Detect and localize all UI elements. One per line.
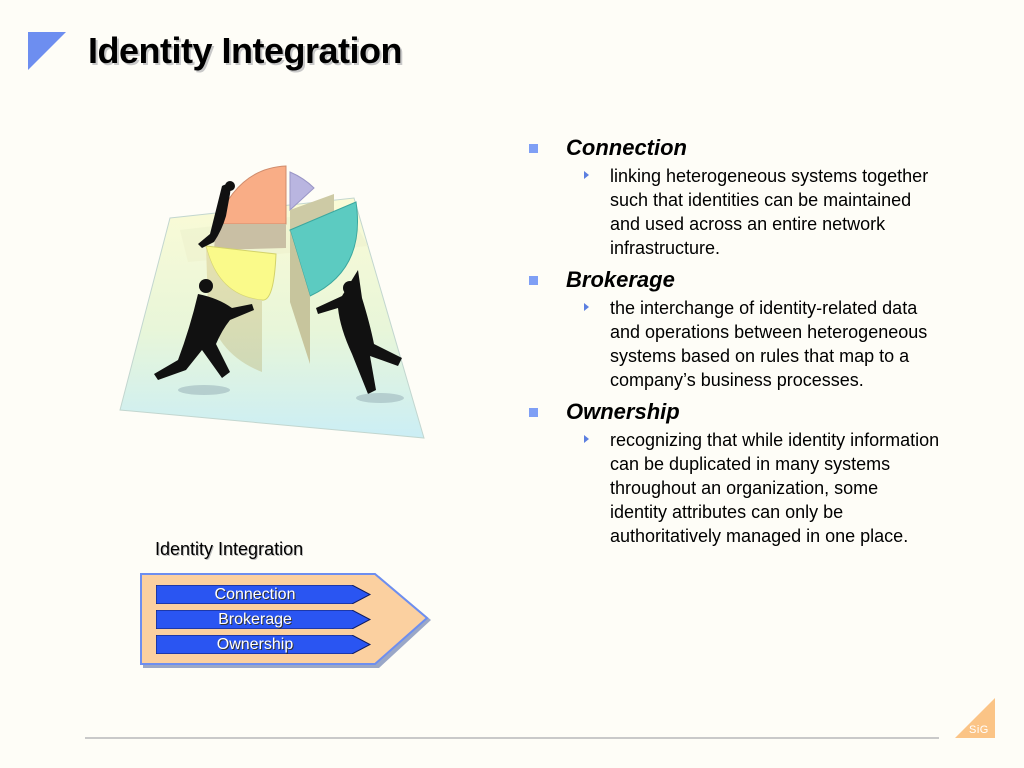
sub-arrow-icon	[584, 435, 589, 443]
bullet-detail: the interchange of identity-related data…	[584, 296, 967, 392]
diagram-item-brokerage: Brokerage	[156, 610, 372, 629]
bullet-detail-text: linking heterogeneous systems together s…	[610, 166, 929, 258]
sub-arrow-icon	[584, 303, 589, 311]
bullet-detail: linking heterogeneous systems together s…	[584, 164, 967, 260]
bullet-title: Ownership	[566, 399, 680, 424]
bullet-detail: recognizing that while identity informat…	[584, 428, 967, 548]
bullet-brokerage: Brokerage the interchange of identity-re…	[527, 266, 967, 392]
bullet-square-icon	[529, 408, 538, 417]
bullet-square-icon	[529, 144, 538, 153]
diagram-item-ownership: Ownership	[156, 635, 372, 654]
diagram-item-connection: Connection	[156, 585, 372, 604]
sig-logo-icon	[955, 698, 995, 738]
footer-divider	[85, 737, 939, 739]
bullet-title: Connection	[566, 135, 687, 160]
bullet-title: Brokerage	[566, 267, 675, 292]
bullet-detail-text: recognizing that while identity informat…	[610, 430, 940, 546]
bullet-square-icon	[529, 276, 538, 285]
bullet-ownership: Ownership recognizing that while identit…	[527, 398, 967, 548]
diagram-item-label: Ownership	[216, 636, 294, 653]
sub-arrow-icon	[584, 171, 589, 179]
sig-logo-text: SiG	[969, 724, 989, 736]
diagram-item-label: Connection	[214, 586, 296, 603]
bullet-detail-text: the interchange of identity-related data…	[610, 298, 928, 390]
bullet-list: Connection linking heterogeneous systems…	[527, 134, 967, 554]
slide-title: Identity Integration	[88, 30, 403, 71]
diagram-title: Identity Integration	[155, 539, 304, 559]
title-triangle-icon	[28, 32, 66, 70]
bullet-connection: Connection linking heterogeneous systems…	[527, 134, 967, 260]
diagram-item-label: Brokerage	[218, 611, 292, 628]
business-pie-illustration	[119, 165, 425, 439]
